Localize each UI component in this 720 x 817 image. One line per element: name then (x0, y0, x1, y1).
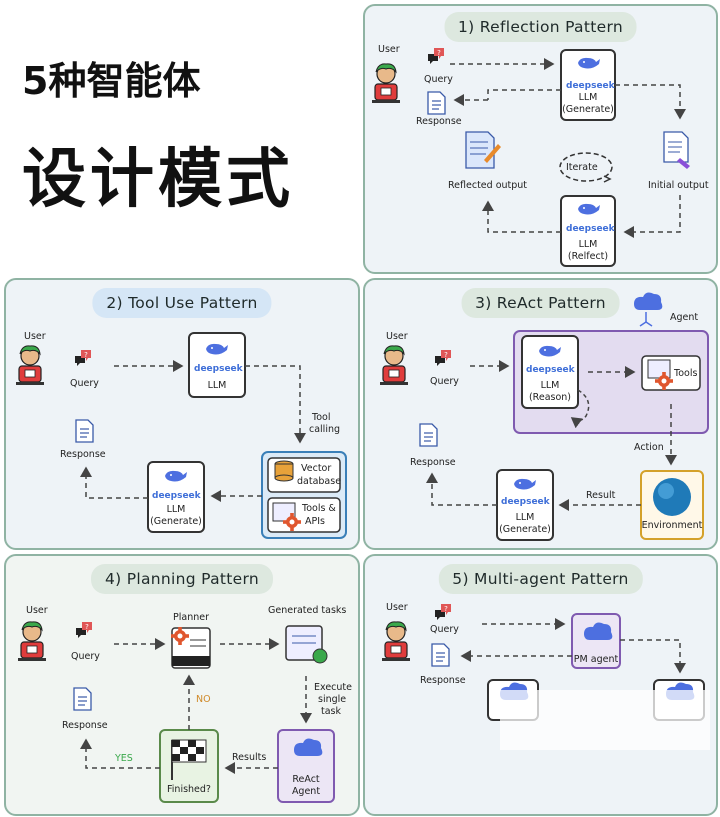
p3-llm-reason-name: LLM (540, 380, 560, 391)
p3-environment-label: Environment (641, 520, 703, 531)
p5-query-label: Query (430, 624, 459, 635)
p2-llm-brand: deepseek (194, 364, 243, 374)
panel-title: 5) Multi-agent Pattern (438, 564, 643, 594)
p3-user-label: User (386, 331, 408, 342)
p1-reflected-output-label: Reflected output (448, 180, 528, 191)
p4-finished-label: Finished? (167, 784, 211, 795)
react-pattern-panel: 3) ReAct Pattern (363, 278, 718, 550)
p1-llm-reflect-name: LLM (578, 239, 598, 250)
p2-tool-calling-1: Tool (312, 412, 331, 423)
p4-planner-label: Planner (173, 612, 209, 623)
p3-result-label: Result (586, 490, 616, 501)
p2-llm-generate-brand: deepseek (152, 491, 201, 501)
p4-react-agent-1: ReAct (292, 774, 320, 785)
p5-response-label: Response (420, 675, 466, 686)
p3-llm-generate-role: (Generate) (499, 524, 551, 535)
p3-llm-reason-role: (Reason) (528, 392, 572, 403)
p2-tools-apis-2: APIs (305, 516, 325, 527)
panel-title: 1) Reflection Pattern (444, 12, 637, 42)
p4-results-label: Results (232, 752, 267, 763)
title-line-1: 5种智能体 (22, 59, 201, 103)
p1-user-label: User (378, 44, 400, 55)
title-line-2: 设计模式 (22, 143, 294, 217)
p4-no-label: NO (196, 694, 211, 705)
p2-llm-generate-name: LLM (166, 504, 186, 515)
p1-query-label: Query (424, 74, 453, 85)
p3-llm-generate-name: LLM (515, 512, 535, 523)
p3-tools-label: Tools (674, 368, 698, 379)
p2-user-label: User (24, 331, 46, 342)
p5-pm-agent-label: PM agent (573, 654, 619, 665)
p4-response-label: Response (62, 720, 108, 731)
p4-execute-1: Execute (314, 682, 352, 693)
p4-yes-label: YES (115, 753, 133, 764)
p3-agent-label: Agent (670, 312, 699, 323)
panel-title: 2) Tool Use Pattern (92, 288, 272, 318)
multi-agent-pattern-panel: 5) Multi-agent Pattern (363, 554, 718, 816)
p1-llm-reflect-brand: deepseek (566, 224, 615, 234)
p3-action-label: Action (634, 442, 664, 453)
p2-tools-apis-1: Tools & (302, 503, 336, 514)
p2-llm-name: LLM (207, 380, 227, 391)
p4-query-label: Query (71, 651, 100, 662)
p3-llm-generate-brand: deepseek (501, 497, 550, 507)
p3-response-label: Response (410, 457, 456, 468)
p1-llm-generate-brand: deepseek (566, 81, 615, 91)
p2-vector-db-2: database (297, 476, 342, 487)
p1-iterate-label: Iterate (566, 162, 598, 173)
p1-llm-reflect-role: (Relfect) (567, 251, 609, 262)
p4-generated-tasks-label: Generated tasks (268, 605, 347, 616)
p1-llm-generate-name: LLM (578, 92, 598, 103)
p1-llm-generate-role: (Generate) (562, 104, 614, 115)
p2-response-label: Response (60, 449, 106, 460)
p1-response-label: Response (416, 116, 462, 127)
p4-execute-3: task (321, 706, 341, 717)
p2-tool-calling-2: calling (309, 424, 341, 435)
p2-query-label: Query (70, 378, 99, 389)
p2-llm-generate-role: (Generate) (150, 516, 202, 527)
p4-user-label: User (26, 605, 48, 616)
p5-user-label: User (386, 602, 408, 613)
p1-initial-output-label: Initial output (648, 180, 709, 191)
p4-react-agent-2: Agent (291, 786, 321, 797)
reflection-pattern-panel: 1) Reflection Pattern (363, 4, 718, 274)
panel-title: 4) Planning Pattern (91, 564, 273, 594)
p3-llm-reason-brand: deepseek (526, 365, 575, 375)
panel-title: 3) ReAct Pattern (461, 288, 620, 318)
p4-execute-2: single (318, 694, 347, 705)
p3-query-label: Query (430, 376, 459, 387)
p2-vector-db-1: Vector (301, 463, 332, 474)
